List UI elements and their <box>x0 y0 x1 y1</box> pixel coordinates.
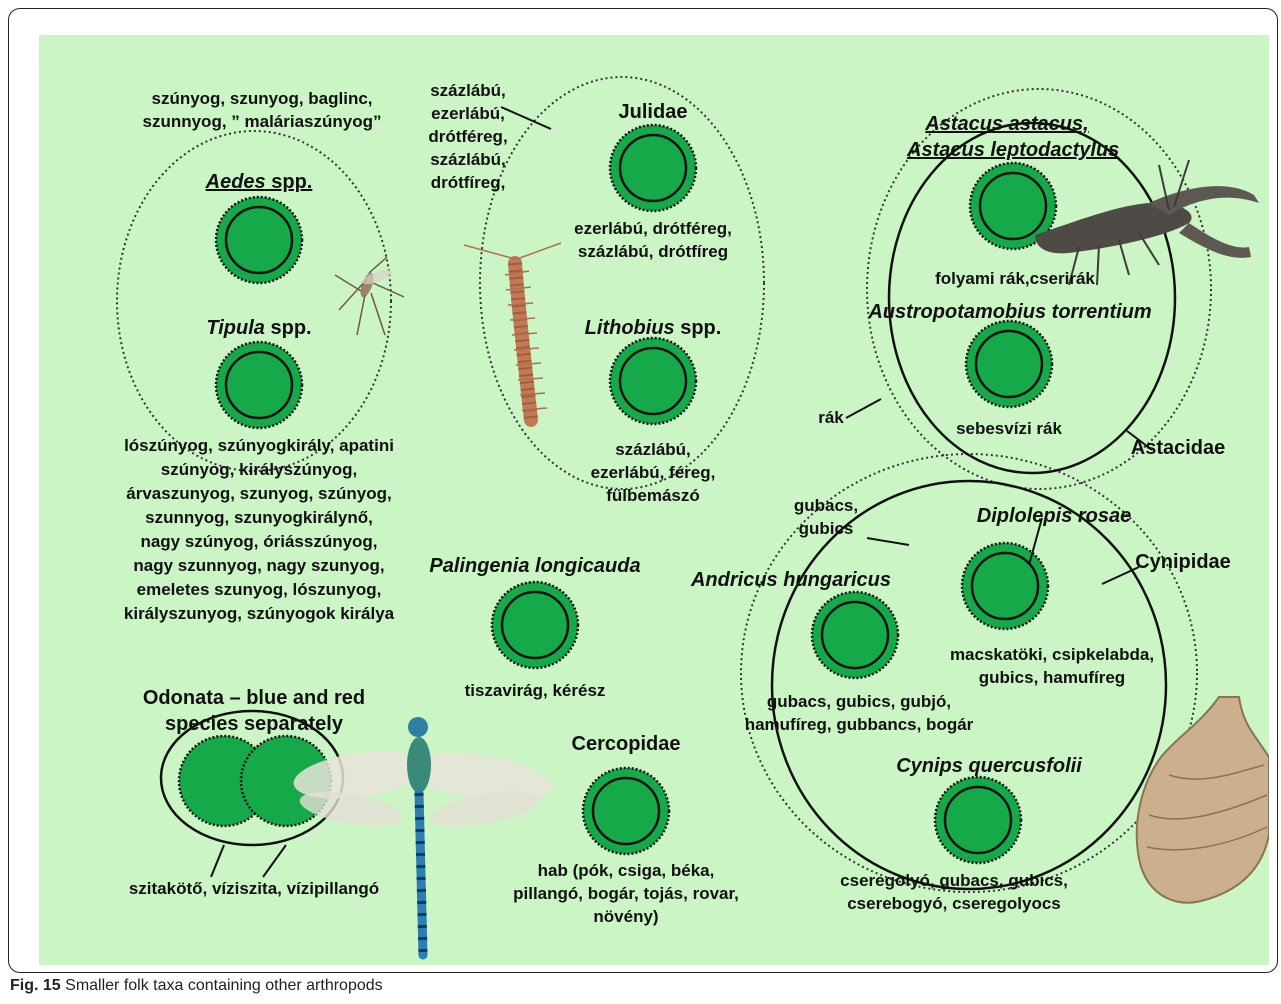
diplolepis-folk-names: macskatöki, csipkelabda,gubics, hamufíre… <box>927 643 1177 689</box>
diplolepis-circle <box>962 543 1048 629</box>
palingenia-folk-names: tiszavirág, kérész <box>445 679 625 702</box>
figure-caption: Fig. 15 Smaller folk taxa containing oth… <box>10 977 383 995</box>
cynips-folk-names: cseregolyó, gubacs, gubics,cserebogyó, c… <box>819 869 1089 915</box>
lithobius-folk-names: százlábú,ezerlábú, féreg, fülbemászó <box>573 438 733 507</box>
cynips-label: Cynips quercusfolii <box>894 753 1084 779</box>
caption-text: Smaller folk taxa containing other arthr… <box>65 977 383 994</box>
caption-label: Fig. 15 <box>10 977 61 994</box>
andricus-circle <box>812 592 898 678</box>
lithobius-label: Lithobius spp. <box>583 315 723 341</box>
cynips-circle <box>935 777 1021 863</box>
austropotamobius-label: Austropotamobius torrentium <box>855 299 1165 325</box>
andricus-folk-names: gubacs, gubics, gubjó,hamufíreg, gubbanc… <box>744 690 974 736</box>
oak-gall-image <box>1137 697 1269 903</box>
myriapoda-folk-names: százlábú,ezerlábú, drótféreg,százlábú, d… <box>423 79 513 194</box>
aedes-circle <box>216 197 302 283</box>
astacus-label: Astacus astacus,Astacus leptodactylus <box>907 111 1107 163</box>
cercopidae-folk-names: hab (pók, csiga, béka,pillangó, bogár, t… <box>496 859 756 928</box>
cercopidae-label: Cercopidae <box>561 731 691 757</box>
lithobius-circle <box>610 338 696 424</box>
figure-frame: szúnyog, szunyog, baglinc,szunnyog, ” ma… <box>8 8 1278 973</box>
julidae-circle <box>610 125 696 211</box>
julidae-label: Julidae <box>603 99 703 125</box>
tipula-circle <box>216 342 302 428</box>
astacus-folk-names: folyami rák,cserirák <box>925 267 1105 290</box>
diplolepis-label: Diplolepis rosae <box>969 503 1139 529</box>
palingenia-circle <box>492 582 578 668</box>
cercopidae-circle <box>583 768 669 854</box>
astacidae-label: Astacidae <box>1123 435 1233 461</box>
andricus-label: Andricus hungaricus <box>681 567 901 593</box>
tipula-label: Tipula spp. <box>194 315 324 341</box>
diptera-folk-names: szúnyog, szunyog, baglinc,szunnyog, ” ma… <box>139 87 385 133</box>
austropotamobius-folk-names: sebesvízi rák <box>944 417 1074 440</box>
mosquito-image <box>335 257 404 335</box>
rak-label: rák <box>811 406 851 429</box>
austropotamobius-circle <box>966 321 1052 407</box>
diagram-panel: szúnyog, szunyog, baglinc,szunnyog, ” ma… <box>39 35 1269 965</box>
julidae-folk-names: ezerlábú, drótféreg,százlábú, drótfíreg <box>563 217 743 263</box>
odonata-folk-names: szitakötő, víziszita, vízipillangó <box>109 877 399 900</box>
cynipidae-folk-names: gubacs,gubics <box>791 494 861 540</box>
cynipidae-label: Cynipidae <box>1133 549 1233 575</box>
centipede-image <box>464 243 561 420</box>
palingenia-label: Palingenia longicauda <box>415 553 655 579</box>
aedes-label: Aedes spp. <box>199 169 319 195</box>
